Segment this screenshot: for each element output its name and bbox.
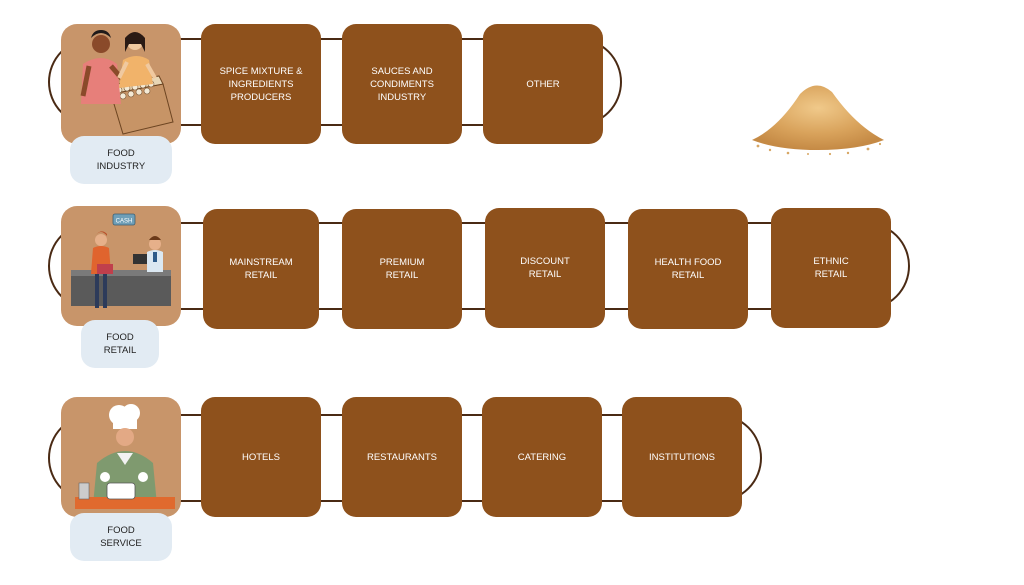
category-box: SAUCES AND CONDIMENTS INDUSTRY [342, 24, 462, 144]
connector-rail [48, 38, 622, 126]
category-box: PREMIUM RETAIL [342, 209, 462, 329]
category-box: OTHER [483, 24, 603, 144]
cashier-checkout-icon: CASH [71, 213, 171, 308]
food-service-illustration [61, 397, 181, 517]
row-label-food-industry: FOOD INDUSTRY [70, 136, 172, 184]
category-box: HEALTH FOOD RETAIL [628, 209, 748, 329]
connector-rail [48, 222, 910, 310]
category-box: CATERING [482, 397, 602, 517]
category-box: MAINSTREAM RETAIL [203, 209, 319, 329]
cash-sign: CASH [116, 219, 133, 225]
category-box: INSTITUTIONS [622, 397, 742, 517]
chef-cooking-icon [75, 404, 175, 509]
category-box: RESTAURANTS [342, 397, 462, 517]
row-label-food-retail: FOOD RETAIL [81, 320, 159, 368]
two-women-handling-spice-box-icon [80, 30, 174, 135]
category-box: SPICE MIXTURE & INGREDIENTS PRODUCERS [201, 24, 321, 144]
row-label-food-service: FOOD SERVICE [70, 513, 172, 561]
grain-pile-image [752, 85, 884, 156]
category-box: DISCOUNT RETAIL [485, 208, 605, 328]
category-box: ETHNIC RETAIL [771, 208, 891, 328]
category-box: HOTELS [201, 397, 321, 517]
food-retail-illustration: CASH [61, 206, 181, 326]
food-industry-illustration [61, 24, 181, 144]
